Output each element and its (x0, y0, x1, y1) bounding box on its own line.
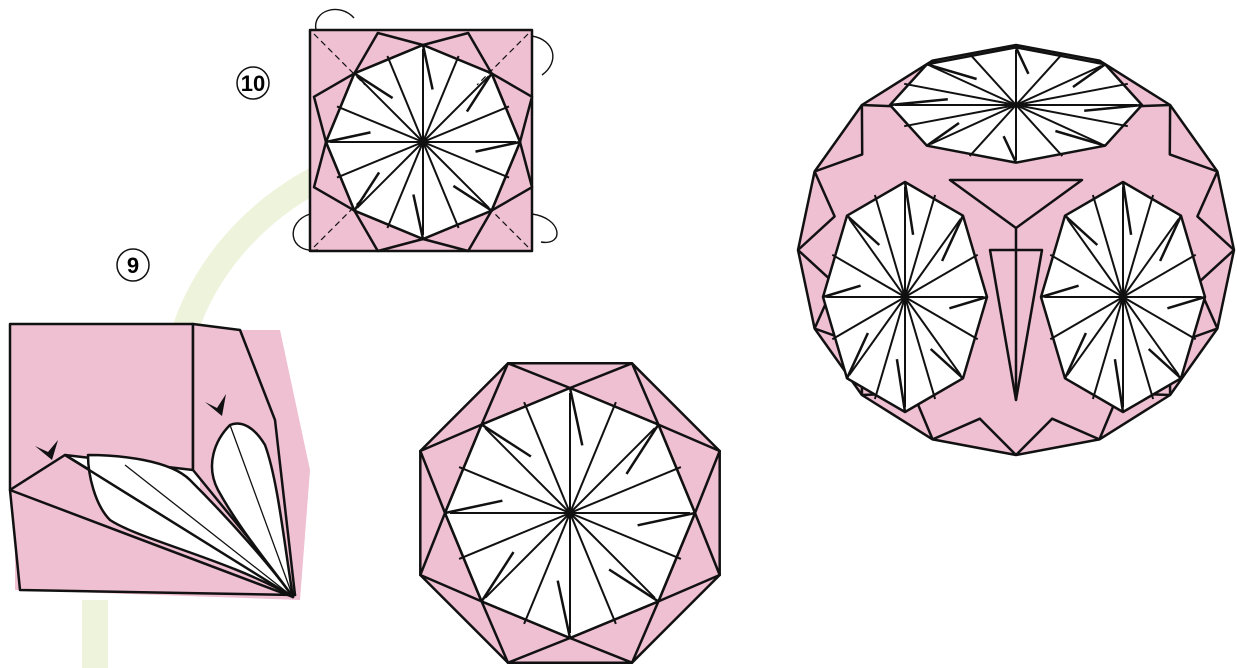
mountain-fold-arrow-icon (532, 36, 553, 75)
step-9-figure: 9 (10, 249, 310, 600)
finished-kusudama-ball (798, 45, 1234, 455)
octagon-medallion (420, 363, 719, 662)
step-10-figure (293, 9, 557, 251)
mountain-fold-arrow-icon (316, 9, 354, 30)
step-9-label: 9 (127, 253, 139, 278)
mountain-fold-arrow-icon (532, 214, 557, 242)
step-10-label: 10 (241, 71, 265, 96)
